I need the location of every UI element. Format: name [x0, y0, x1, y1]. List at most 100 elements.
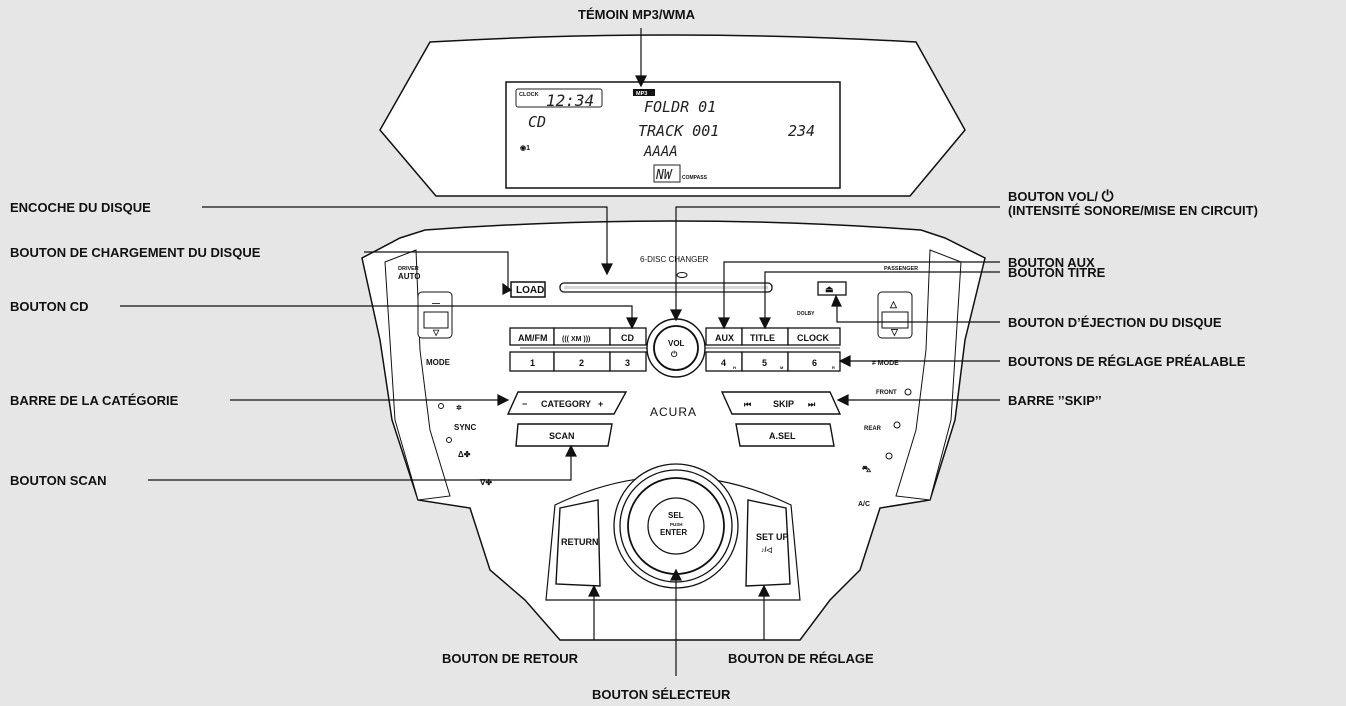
callout-eject-button: BOUTON D’ÉJECTION DU DISQUE	[1008, 315, 1222, 330]
preset-6-button[interactable]: 6	[812, 358, 817, 368]
compass-box	[653, 164, 681, 183]
front-defrost-button[interactable]: FRONT	[876, 390, 897, 396]
callout-vol-button: BOUTON VOL/ ⏻	[1008, 188, 1114, 205]
callout-vol-subtext: (INTENSITÉ SONORE/MISE EN CIRCUIT)	[1008, 203, 1258, 218]
vol-knob[interactable]	[653, 325, 699, 371]
callout-title-button: BOUTON TITRE	[1008, 265, 1106, 280]
preset-5-button[interactable]: 5	[762, 358, 767, 368]
callout-selector-button: BOUTON SÉLECTEUR	[592, 687, 731, 702]
power-icon-callout: ⏻	[1101, 188, 1114, 205]
brand-logo: ACURA	[650, 405, 697, 419]
front-defrost-led	[904, 388, 912, 396]
sel-enter-button[interactable]	[647, 497, 705, 555]
scan-button[interactable]	[515, 423, 613, 447]
right-climate-panel	[895, 249, 962, 501]
fan-up-icon[interactable]: Δ✤	[458, 450, 471, 459]
push-label: PUSH	[670, 522, 683, 527]
recirc-led	[885, 452, 893, 460]
ac-button[interactable]: A/C	[858, 501, 870, 508]
setup-label: SET UP	[756, 532, 789, 542]
callout-setup-button: BOUTON DE RÉGLAGE	[728, 651, 874, 666]
scan-label: SCAN	[549, 431, 575, 441]
amfm-button[interactable]: AM/FM	[518, 333, 548, 343]
callout-cd-button: BOUTON CD	[10, 299, 89, 314]
callout-mp3-indicator: TÉMOIN MP3/WMA	[578, 7, 695, 22]
top-button-row	[509, 327, 841, 372]
driver-label: DRIVER	[398, 266, 419, 272]
category-bar[interactable]	[506, 391, 628, 415]
clock-label: CLOCK	[519, 92, 539, 98]
mode-button-right[interactable]: ≠ MODE	[872, 360, 899, 367]
clock-button[interactable]: CLOCK	[797, 333, 829, 343]
return-label: RETURN	[561, 537, 599, 547]
changer-label: 6-DISC CHANGER	[640, 255, 709, 264]
mode-button-left[interactable]: MODE	[426, 358, 451, 367]
driver-auto: AUTO	[398, 272, 421, 281]
sync-button[interactable]: SYNC	[454, 423, 476, 432]
left-climate-panel	[384, 249, 451, 501]
setup-button[interactable]	[745, 499, 791, 587]
xm-button[interactable]: ((( XM )))	[562, 336, 590, 343]
rear-defrost-button[interactable]: REAR	[864, 426, 882, 432]
lcd-folder: FOLDR 01	[644, 98, 716, 116]
sel-label: SEL	[668, 511, 684, 520]
eject-button[interactable]	[817, 281, 847, 296]
category-label: CATEGORY	[541, 399, 591, 409]
console-outline	[361, 220, 986, 641]
callout-preset-buttons: BOUTONS DE RÉGLAGE PRÉALABLE	[1008, 354, 1246, 369]
disc-indicator: ◉1	[520, 145, 530, 152]
preset-mark-m: M	[780, 365, 784, 370]
passenger-temp-down-icon: ▽	[890, 327, 899, 337]
preset-3-button[interactable]: 3	[625, 358, 630, 368]
driver-temp-up-icon: —	[432, 299, 440, 308]
cd-button[interactable]: CD	[621, 333, 634, 343]
title-button[interactable]: TITLE	[750, 333, 775, 343]
skip-bar[interactable]	[720, 391, 842, 415]
left-indicator-led-2	[446, 437, 452, 443]
skip-forward-icon: ⏭	[808, 400, 816, 409]
passenger-temp-window	[881, 311, 909, 329]
preset-1-button[interactable]: 1	[530, 358, 535, 368]
preset-mark-h: H	[733, 365, 736, 370]
fan-down-icon[interactable]: ∇✤	[479, 478, 492, 487]
driver-temp-window	[423, 311, 449, 329]
callout-category-bar: BARRE DE LA CATÉGORIE	[10, 393, 179, 408]
mp3-indicator	[633, 89, 655, 96]
clock-box	[515, 88, 603, 108]
preset-mark-r: R	[832, 365, 835, 370]
callout-scan-button: BOUTON SCAN	[10, 473, 107, 488]
asel-button[interactable]	[735, 423, 835, 447]
lcd-text: AAAA	[643, 144, 678, 160]
lcd-track: TRACK 001	[638, 122, 719, 140]
asel-label: A.SEL	[769, 431, 796, 441]
passenger-label: PASSENGER	[884, 266, 918, 272]
compass-direction: NW	[655, 168, 673, 183]
disc-indicator-led	[676, 272, 688, 278]
passenger-temp-up-icon: △	[889, 299, 898, 309]
load-label: LOAD	[516, 285, 544, 296]
lcd-elapsed: 234	[788, 122, 815, 140]
lcd-source: CD	[528, 113, 546, 131]
category-plus-icon: +	[598, 399, 603, 409]
driver-temp-down-icon: ▽	[432, 328, 440, 337]
car-recirc-icon[interactable]: ⛍	[862, 464, 872, 474]
callout-disc-slot: ENCOCHE DU DISQUE	[10, 200, 151, 215]
callout-vol-text: BOUTON VOL/	[1008, 189, 1099, 204]
vol-label: VOL	[668, 339, 685, 348]
power-icon: ⏻	[671, 350, 678, 359]
preset-4-button[interactable]: 4	[721, 358, 726, 368]
return-button[interactable]	[555, 499, 601, 587]
enter-label: ENTER	[660, 528, 687, 537]
eject-icon: ⏏	[825, 284, 834, 294]
skip-label: SKIP	[773, 399, 794, 409]
compass-label: COMPASS	[682, 175, 708, 181]
callout-return-button: BOUTON DE RETOUR	[442, 651, 579, 666]
callout-load-button: BOUTON DE CHARGEMENT DU DISQUE	[10, 245, 261, 260]
category-minus-icon: −	[522, 399, 527, 409]
preset-2-button[interactable]: 2	[579, 358, 584, 368]
aux-button[interactable]: AUX	[715, 333, 734, 343]
recirc-icon[interactable]: ✲	[456, 404, 462, 412]
left-indicator-led	[438, 403, 444, 409]
callout-skip-bar: BARRE ’’SKIP’’	[1008, 393, 1102, 408]
